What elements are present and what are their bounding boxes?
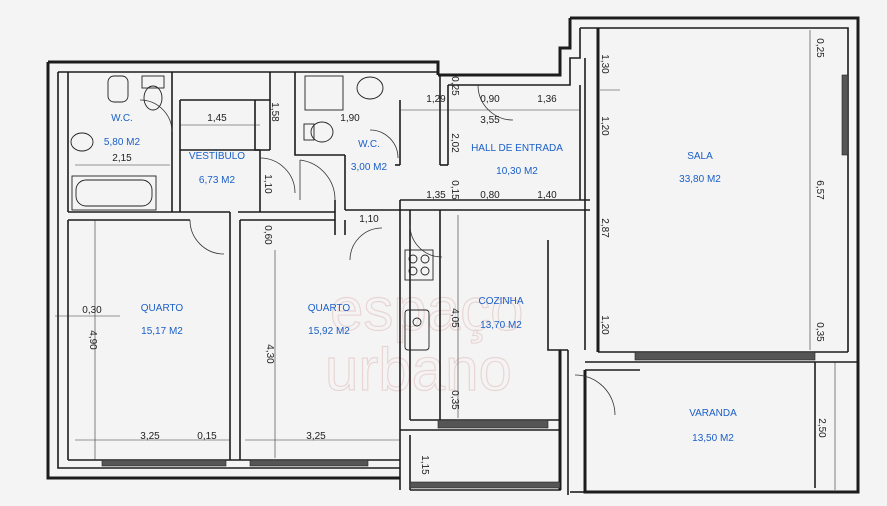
door-varanda [574, 374, 616, 416]
room-labels: W.C. 5,80 M2 VESTÍBULO 6,73 M2 W.C. 3,00… [104, 113, 737, 444]
door-quarto2 [349, 227, 383, 261]
window-quarto2 [249, 459, 369, 467]
dim-label: 2,02 [449, 133, 460, 153]
dim-label: 1,45 [207, 113, 227, 124]
dim-label: 0,90 [480, 94, 500, 105]
room-name-hall: HALL DE ENTRADA [471, 143, 563, 154]
room-area-sala: 33,80 M2 [679, 174, 721, 185]
watermark-line1: espaço [330, 276, 523, 343]
sink2-icon [356, 76, 384, 100]
dim-label: 3,25 [140, 431, 160, 442]
room-area-varanda: 13,50 M2 [692, 433, 734, 444]
window-quarto1 [101, 459, 227, 467]
dim-label: 3,55 [480, 115, 500, 126]
walls [46, 16, 860, 495]
room-name-varanda: VARANDA [689, 408, 737, 419]
door-cozinha [409, 224, 443, 258]
window-sala-right [841, 74, 849, 156]
dim-label: 4,30 [264, 344, 275, 364]
watermark: espaço urbano [324, 275, 524, 403]
kitchen-sink-icon [404, 309, 430, 351]
room-name-wc1: W.C. [111, 113, 133, 124]
dim-label: 1,35 [426, 190, 446, 201]
dim-label: 0,35 [814, 322, 825, 342]
toilet2-icon [310, 121, 334, 143]
room-name-cozinha: COZINHA [479, 296, 524, 307]
dim-label: 0,60 [262, 225, 273, 245]
fixtures [70, 75, 434, 351]
dimension-labels: 1,45 1,58 2,15 1,10 1,10 0,60 1,90 1,29 … [82, 38, 827, 475]
dim-label: 2,15 [112, 153, 132, 164]
dim-label: 4,05 [449, 308, 460, 328]
stove-icon [404, 249, 434, 281]
shower-icon [304, 75, 344, 111]
room-name-vestibulo: VESTÍBULO [189, 149, 245, 162]
dim-label: 1,29 [426, 94, 446, 105]
dim-label: 3,25 [306, 431, 326, 442]
dim-label: 0,35 [449, 390, 460, 410]
dim-label: 2,87 [599, 218, 610, 238]
dim-label: 1,15 [419, 455, 430, 475]
bidet-icon [107, 75, 129, 103]
toilet-tank-icon [141, 75, 165, 89]
dim-label: 4,90 [87, 330, 98, 350]
dim-label: 1,30 [599, 54, 610, 74]
windows [101, 74, 849, 489]
dim-label: 6,57 [814, 180, 825, 200]
door-wc2 [369, 129, 399, 159]
dim-label: 1,36 [537, 94, 557, 105]
room-area-quarto1: 15,17 M2 [141, 326, 183, 337]
room-name-quarto1: QUARTO [141, 303, 184, 314]
room-name-wc2: W.C. [358, 139, 380, 150]
dim-label: 0,25 [449, 76, 460, 96]
watermark-line2: urbano [325, 336, 512, 403]
dim-label: 1,10 [262, 174, 273, 194]
door-vestibulo [299, 159, 336, 201]
dim-label: 0,15 [449, 180, 460, 200]
sink-icon [70, 132, 94, 152]
dim-label: 1,90 [340, 113, 360, 124]
room-area-wc2: 3,00 M2 [351, 162, 388, 173]
dim-label: 0,15 [197, 431, 217, 442]
room-area-wc1: 5,80 M2 [104, 137, 141, 148]
dim-label: 0,30 [82, 305, 102, 316]
dim-label: 0,80 [480, 190, 500, 201]
dim-label: 2,50 [816, 418, 827, 438]
door-quarto1 [189, 219, 225, 255]
room-name-quarto2: QUARTO [308, 303, 351, 314]
toilet-icon [143, 85, 163, 111]
dim-label: 1,10 [359, 214, 379, 225]
room-area-quarto2: 15,92 M2 [308, 326, 350, 337]
window-sala [634, 351, 816, 361]
dimension-lines [55, 30, 836, 490]
dim-label: 1,40 [537, 190, 557, 201]
room-area-cozinha: 13,70 M2 [480, 320, 522, 331]
doors [139, 84, 616, 416]
window-cozinha [437, 419, 549, 429]
room-name-sala: SALA [687, 151, 713, 162]
dim-label: 0,25 [814, 38, 825, 58]
dim-label: 1,20 [599, 116, 610, 136]
door-wc1 [139, 99, 173, 133]
window-service [409, 481, 561, 489]
room-area-vestibulo: 6,73 M2 [199, 175, 236, 186]
room-area-hall: 10,30 M2 [496, 166, 538, 177]
dim-label: 1,20 [599, 315, 610, 335]
bathtub-icon [71, 175, 157, 211]
dim-label: 1,58 [269, 102, 280, 122]
